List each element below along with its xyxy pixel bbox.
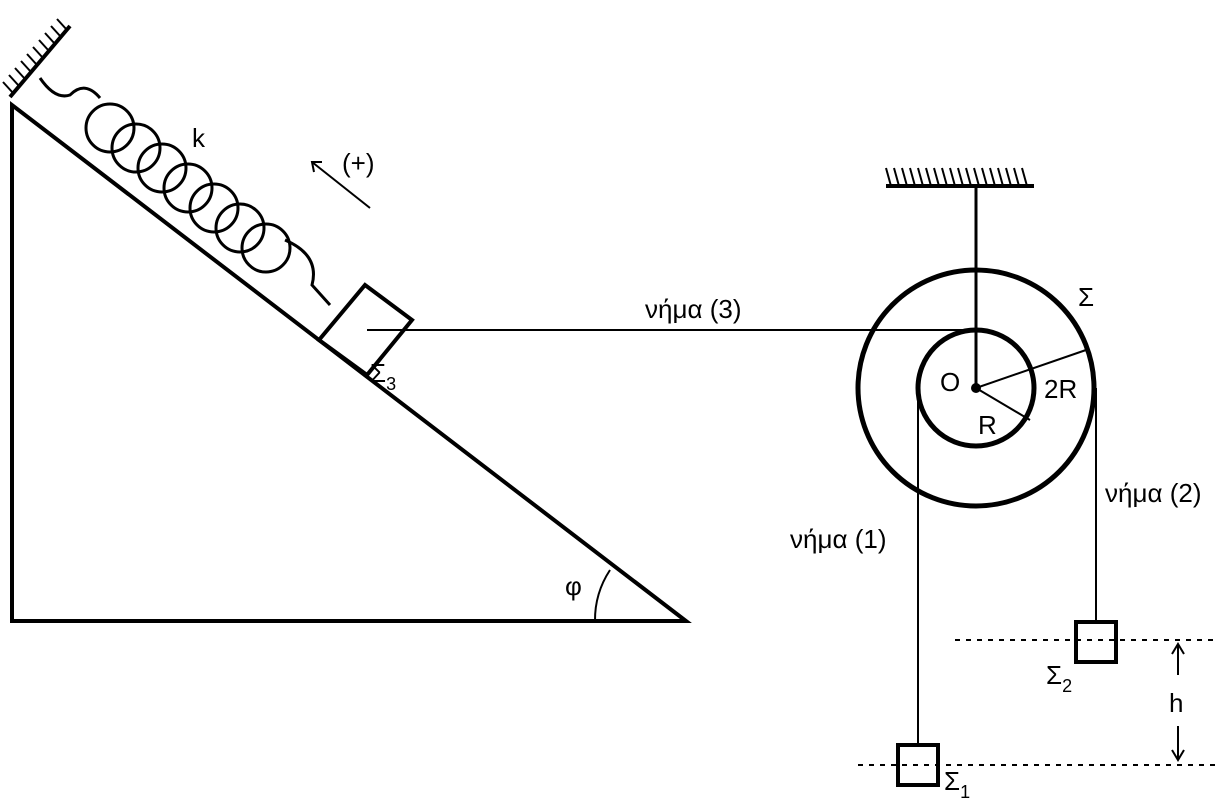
label-spring-constant: k: [192, 123, 206, 153]
block-sigma-2: [1074, 620, 1118, 664]
angle-arc: [593, 569, 611, 622]
label-height: h: [1169, 688, 1183, 718]
label-positive-direction: (+): [342, 148, 375, 178]
label-block-3: Σ3: [370, 358, 396, 394]
label-block-1: Σ1: [944, 766, 970, 802]
outer-radius-line: [975, 349, 1087, 389]
label-block-2: Σ2: [1046, 660, 1072, 696]
label-string-1: νήμα (1): [790, 524, 886, 554]
label-center: O: [940, 367, 960, 397]
pulley-outer-disk: [855, 267, 1097, 509]
label-string-2: νήμα (2): [1105, 478, 1201, 508]
ceiling-hatching: [885, 167, 1034, 188]
label-inner-radius: R: [978, 410, 997, 440]
label-outer-radius: 2R: [1044, 374, 1077, 404]
height-arrows: [1171, 642, 1185, 762]
inner-radius-line: [975, 387, 1031, 421]
spring: [38, 77, 332, 307]
wall-anchor-hatching: [2, 18, 72, 99]
label-string-3: νήμα (3): [645, 294, 741, 324]
label-pulley: Σ: [1078, 282, 1094, 312]
label-angle: φ: [565, 571, 582, 601]
positive-direction-arrow: [310, 161, 371, 209]
block-sigma-3: [316, 282, 415, 378]
